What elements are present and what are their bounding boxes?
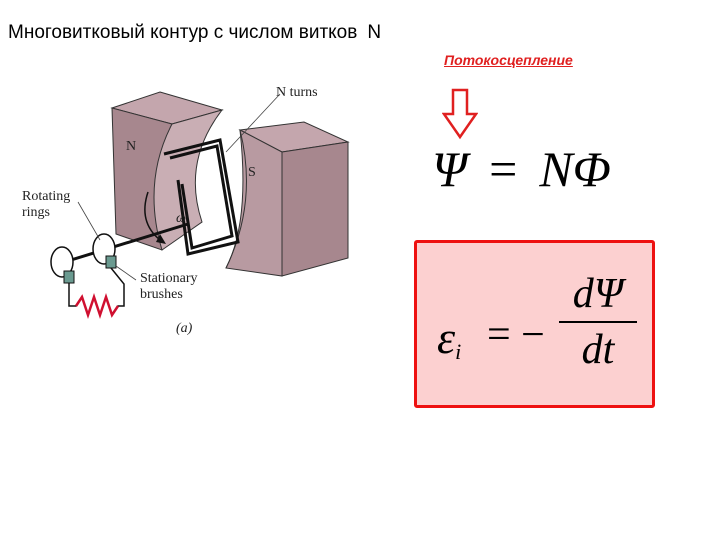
slide-title: Многовитковый контур с числом витков N bbox=[8, 22, 381, 44]
figure-caption: (a) bbox=[176, 321, 193, 336]
formula-psi: Ψ bbox=[432, 141, 468, 197]
rotation-arrowhead bbox=[156, 234, 166, 244]
flux-linkage-formula: Ψ = NΦ bbox=[432, 140, 611, 198]
n-turns-label: N turns bbox=[276, 85, 318, 100]
south-label: S bbox=[248, 165, 256, 180]
stationary-label-line1: Stationary bbox=[140, 271, 198, 286]
emf-formula-box: εi = − dΨ dt bbox=[414, 240, 655, 408]
flux-linkage-label: Потокосцепление bbox=[444, 52, 573, 68]
rings-leader bbox=[77, 201, 101, 241]
emf-numerator: dΨ bbox=[572, 271, 624, 317]
emf-subscript: i bbox=[455, 339, 462, 364]
omega-label: ω bbox=[176, 211, 186, 226]
down-arrow-icon bbox=[442, 88, 478, 140]
generator-figure: N turns N S Rotating rings ω Stationary … bbox=[22, 85, 350, 336]
rotating-label-line2: rings bbox=[22, 205, 50, 220]
emf-equals-minus: = − bbox=[487, 312, 545, 358]
emf-lhs: εi bbox=[437, 311, 461, 365]
shaft bbox=[57, 222, 189, 266]
emf-epsilon: ε bbox=[437, 312, 456, 363]
title-variable-n: N bbox=[367, 22, 382, 43]
resistor bbox=[74, 293, 120, 319]
stationary-label-line2: brushes bbox=[140, 287, 183, 302]
rotation-arc bbox=[144, 191, 161, 241]
rotating-label-line1: Rotating bbox=[22, 189, 70, 204]
south-magnet bbox=[225, 121, 350, 277]
formula-equals: = bbox=[489, 141, 518, 197]
brushes-leader bbox=[115, 265, 137, 281]
emf-denominator: dt bbox=[581, 327, 615, 373]
north-magnet bbox=[110, 91, 224, 251]
coil bbox=[163, 138, 240, 256]
formula-n-phi: NΦ bbox=[539, 141, 611, 197]
north-label: N bbox=[126, 139, 136, 154]
emf-fraction: dΨ dt bbox=[559, 271, 637, 373]
fraction-bar bbox=[559, 321, 637, 323]
n-turns-leader bbox=[225, 93, 281, 153]
title-text: Многовитковый контур с числом витков bbox=[8, 22, 358, 43]
